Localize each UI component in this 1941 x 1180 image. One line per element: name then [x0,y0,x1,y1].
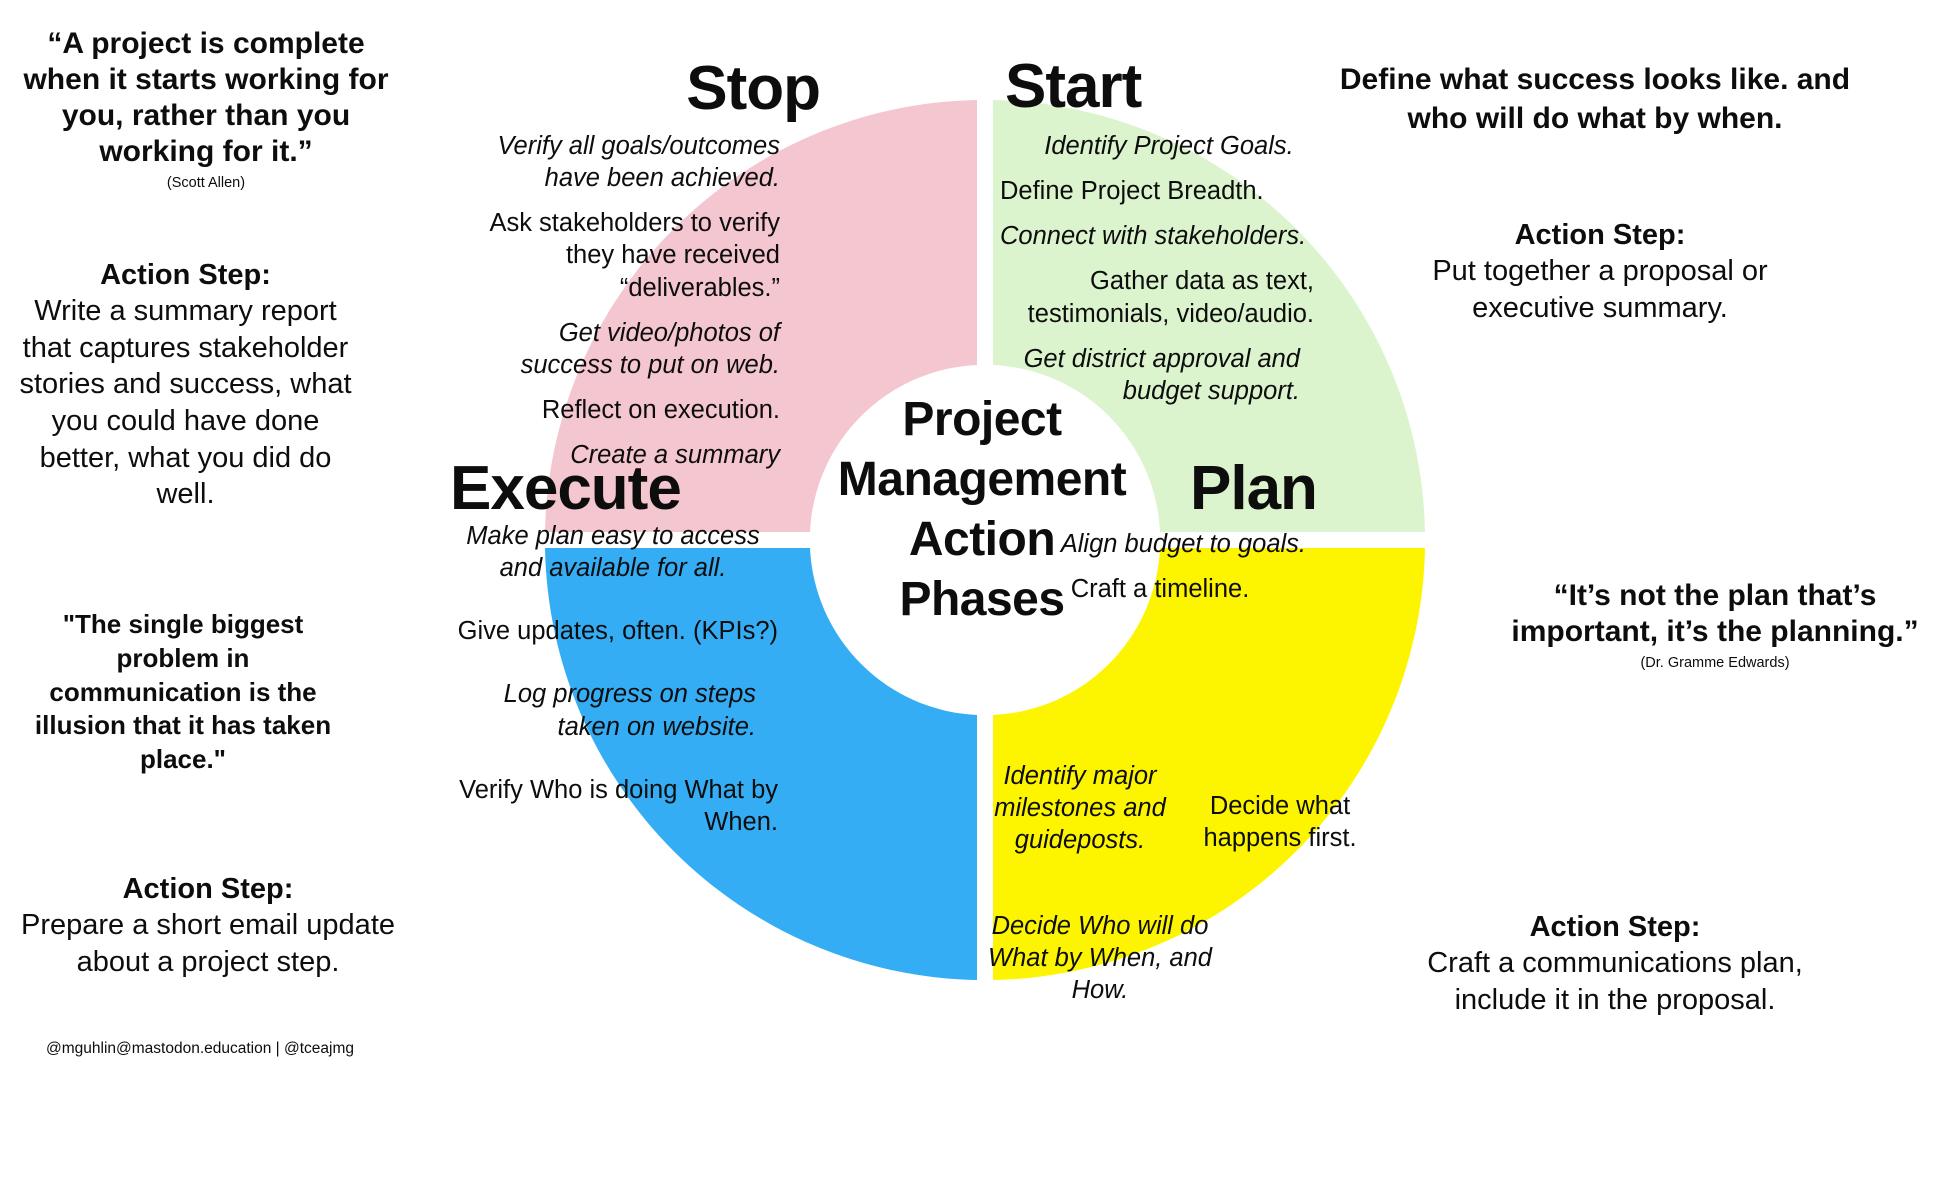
donut-segment-plan[interactable] [993,548,1425,980]
left-action-block-1: Action Step: Write a summary report that… [8,258,363,513]
list-item: Get district approval and budget support… [1023,344,1300,405]
quadrant-heading-stop: Stop [686,54,821,123]
list-item: Gather data as text, testimonials, video… [1027,267,1314,328]
list-item: Decide Who will do What by When, and How… [988,912,1212,1005]
quadrant-list-plan: Align budget to goals. Craft a timeline. [990,528,1320,618]
action-step-body: Prepare a short email update about a pro… [21,909,395,978]
list-item: Create a summary [570,441,780,469]
action-step-body: Write a summary report that captures sta… [19,295,352,511]
list-item: Ask stakeholders to verify they have rec… [489,209,780,302]
action-step-body: Put together a proposal or executive sum… [1432,255,1768,324]
right-action-block-1: Action Step: Put together a proposal or … [1390,218,1810,326]
quadrant-heading-execute: Execute [450,454,682,523]
right-action-block-2: Action Step: Craft a communications plan… [1390,910,1840,1018]
donut-chart [440,0,1530,1180]
list-item: Verify all goals/outcomes have been achi… [497,132,780,193]
list-item: Connect with stakeholders. [1000,222,1307,251]
action-step-title: Action Step: [1514,219,1686,251]
list-item: Give updates, often. (KPIs?) [457,617,778,646]
list-item: Identify major milestones and guideposts… [994,762,1166,855]
list-item: Align budget to goals. [1060,530,1306,558]
left-quote-block-1: “A project is complete when it starts wo… [8,26,404,191]
right-quote-block-2: “It’s not the plan that’s important, it’… [1505,578,1925,671]
quote-attribution: (Scott Allen) [166,175,246,191]
quote-text: “It’s not the plan that’s important, it’… [1511,579,1919,648]
statement-text: Define what success looks like. and who … [1339,63,1851,135]
left-quote-block-2: "The single biggest problem in communica… [18,608,348,777]
list-item: Identify Project Goals. [1044,132,1294,160]
quote-text: "The single biggest problem in communica… [34,609,332,775]
action-step-title: Action Step: [122,873,294,905]
author-handle: @mguhlin@mastodon.education | @tceajmg [46,1040,354,1057]
list-item: Log progress on steps taken on website. [503,680,756,741]
action-step-title: Action Step: [100,259,271,291]
quadrant-list-execute: Make plan easy to access and available f… [448,520,778,851]
quote-attribution: (Dr. Gramme Edwards) [1640,655,1790,671]
list-item: Decide what happens first. [1203,792,1357,853]
action-step-title: Action Step: [1529,911,1701,943]
list-item: Define Project Breadth. [1000,177,1264,206]
quadrant-list-stop: Verify all goals/outcomes have been achi… [470,130,780,484]
list-item: Reflect on execution. [541,395,780,424]
quadrant-list-start: Identify Project Goals. Define Project B… [1000,130,1320,420]
left-action-block-2: Action Step: Prepare a short email updat… [8,872,408,980]
donut-segment-execute[interactable] [545,548,977,980]
quote-text: “A project is complete when it starts wo… [23,27,389,168]
list-item: Verify Who is doing What by When. [459,775,778,836]
list-item: Get video/photos of success to put on we… [520,318,780,379]
list-item: Craft a timeline. [1070,575,1250,604]
quadrant-heading-plan: Plan [1190,454,1318,523]
quadrant-heading-start: Start [1005,52,1142,121]
right-statement-block: Define what success looks like. and who … [1325,60,1865,138]
list-item: Make plan easy to access and available f… [466,522,760,583]
action-step-body: Craft a communications plan, include it … [1427,947,1803,1016]
donut-segment-stop[interactable] [545,100,977,532]
donut-segment-start[interactable] [993,100,1425,532]
